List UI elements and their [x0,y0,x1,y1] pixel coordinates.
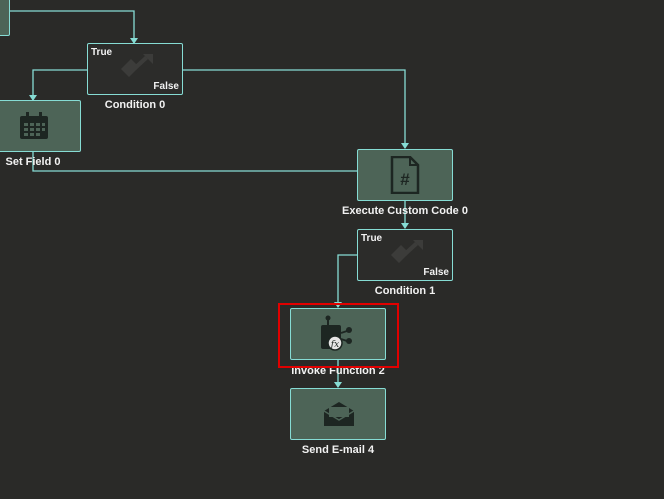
function-icon: ƒx [321,315,352,351]
send-email4-label: Send E-mail 4 [301,444,375,456]
condition-arrow-icon [391,240,423,263]
connector-setfield0-merge [32,152,358,172]
connector-top-to-condition0 [0,10,135,43]
execute-code0-node[interactable]: # [357,149,453,201]
condition0-false-label: False [153,81,179,92]
set-field0-label: Set Field 0 [5,156,61,168]
envelope-icon [323,402,355,426]
arrowhead-condition0 [130,38,138,44]
invoke-function2-label: Invoke Function 2 [291,365,385,377]
connector-condition0-false [182,69,406,148]
offscreen-node[interactable] [0,0,10,36]
set-field0-node[interactable] [0,100,81,152]
condition0-node[interactable]: True False [87,43,183,95]
execute-code0-label: Execute Custom Code 0 [342,205,468,217]
svg-text:#: # [400,170,410,189]
hash-file-icon: # [390,156,420,194]
connector-condition0-true [32,69,88,100]
condition1-label: Condition 1 [374,285,436,297]
svg-text:ƒx: ƒx [329,340,339,350]
condition1-true-label: True [361,233,383,244]
send-email4-node[interactable] [290,388,386,440]
condition1-node[interactable]: True False [357,229,453,281]
connector-condition1-true [337,254,358,307]
condition1-false-label: False [423,267,449,278]
selection-highlight [278,303,399,368]
arrowhead-setfield0 [29,95,37,101]
invoke-function2-node[interactable]: ƒx [290,308,386,360]
calendar-icon [20,112,48,139]
arrowhead-email4 [334,382,342,388]
condition0-true-label: True [91,47,113,58]
arrowhead-condition1 [401,223,409,229]
condition0-label: Condition 0 [104,99,166,111]
arrowhead-execcode0 [401,143,409,149]
condition-arrow-icon [121,54,153,77]
